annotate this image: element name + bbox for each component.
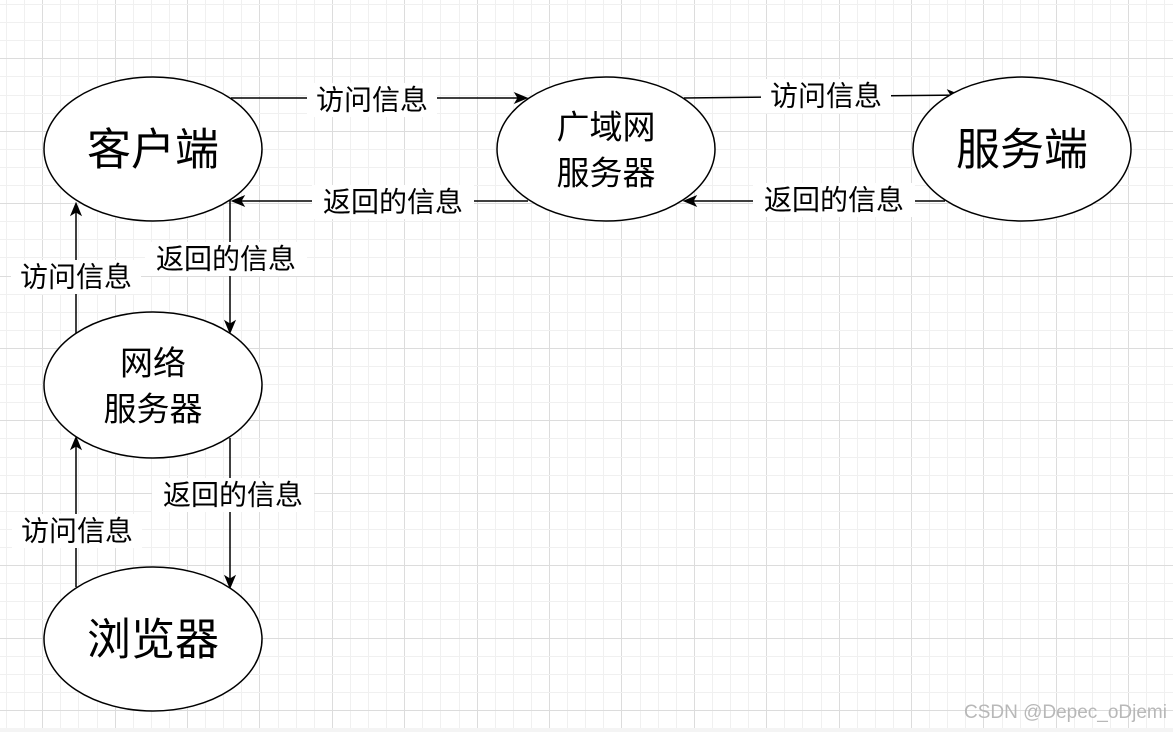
edge-label-text: 返回的信息 — [156, 243, 296, 276]
node-label: 服务端 — [956, 125, 1088, 176]
edge-label-network-to-browser: 返回的信息 — [152, 478, 314, 512]
arrow-head-icon — [230, 194, 246, 208]
arrow-head-icon — [513, 91, 529, 105]
node-ellipse[interactable] — [912, 76, 1132, 222]
nodes-layer: 客户端广域网服务器服务端网络服务器浏览器 — [43, 76, 1132, 712]
edge-label-client-to-wan: 访问信息 — [307, 83, 437, 117]
node-ellipse[interactable] — [496, 76, 716, 222]
edge-label-browser-to-network: 访问信息 — [12, 514, 142, 548]
edge-label-server-to-wan: 返回的信息 — [753, 183, 915, 217]
node-ellipse[interactable] — [43, 311, 263, 459]
node-server[interactable]: 服务端 — [912, 76, 1132, 222]
arrow-head-icon — [223, 574, 237, 590]
node-ellipse[interactable] — [43, 566, 263, 712]
node-label: 客户端 — [87, 125, 219, 176]
edge-label-text: 访问信息 — [770, 80, 882, 113]
node-ellipse[interactable] — [43, 76, 263, 222]
node-browser[interactable]: 浏览器 — [43, 566, 263, 712]
node-label: 网络 — [120, 344, 186, 383]
edge-label-text: 返回的信息 — [163, 479, 303, 512]
watermark: CSDN @Depec_oDjemi — [963, 702, 1167, 723]
arrow-head-icon — [223, 319, 237, 335]
edge-label-background — [761, 79, 891, 113]
edge-label-text: 返回的信息 — [764, 184, 904, 217]
edge-label-background — [145, 242, 307, 276]
edge-label-text: 访问信息 — [20, 261, 132, 294]
edge-label-background — [753, 183, 915, 217]
edge-label-wan-to-server: 访问信息 — [761, 79, 891, 113]
edge-label-background — [11, 260, 141, 294]
edge-label-background — [12, 514, 142, 548]
bottom-strip — [0, 728, 1173, 732]
node-label: 广域网 — [557, 108, 656, 147]
node-client[interactable]: 客户端 — [43, 76, 263, 222]
edge-label-text: 访问信息 — [21, 515, 133, 548]
arrow-head-icon — [682, 194, 698, 208]
node-label: 服务器 — [104, 390, 203, 429]
edge-label-text: 返回的信息 — [323, 186, 463, 219]
edge-label-background — [312, 185, 474, 219]
edge-label-background — [307, 83, 437, 117]
node-label: 服务器 — [557, 154, 656, 193]
edge-label-text: 访问信息 — [316, 84, 428, 117]
arrow-head-icon — [69, 435, 83, 451]
edge-label-background — [152, 478, 314, 512]
arrow-head-icon — [69, 201, 83, 217]
edge-label-network-to-client: 访问信息 — [11, 260, 141, 294]
node-label: 浏览器 — [87, 615, 219, 666]
edge-label-client-to-network: 返回的信息 — [145, 242, 307, 276]
edge-label-wan-to-client: 返回的信息 — [312, 185, 474, 219]
